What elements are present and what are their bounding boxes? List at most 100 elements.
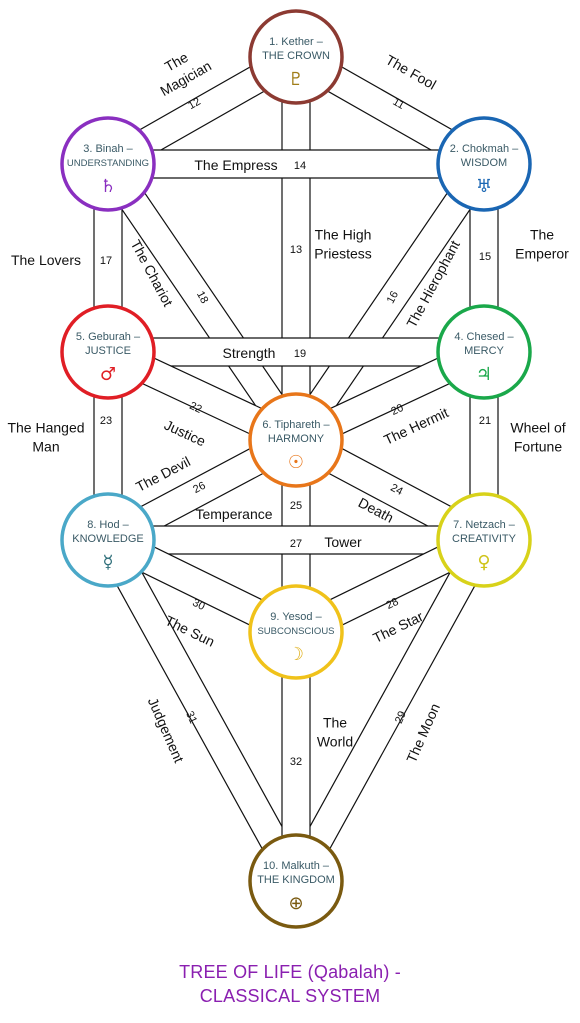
path-32-card-line: The <box>323 715 347 731</box>
path-20-number: 20 <box>389 402 405 418</box>
path-15-number: 15 <box>479 251 491 263</box>
sephira-6-planet-icon: ☉ <box>288 452 304 473</box>
path-31-number: 31 <box>183 709 199 725</box>
path-23-number: 23 <box>100 415 112 427</box>
path-29-number: 29 <box>393 709 409 725</box>
sephira-6-circle <box>248 392 344 488</box>
sephira-3-circle <box>60 116 156 212</box>
path-21-card-line: Wheel of <box>510 420 565 436</box>
path-32-number: 32 <box>290 756 302 768</box>
path-25-card-line: Temperance <box>195 506 272 522</box>
sephira-7-name: 7. Netzach – <box>453 519 516 531</box>
path-14-number: 14 <box>294 160 306 172</box>
path-22-card-line: Justice <box>162 417 208 450</box>
sephira-6-quality: HARMONY <box>268 433 325 445</box>
path-17-number: 17 <box>100 255 112 267</box>
title-line-1: TREE OF LIFE (Qabalah) - <box>179 962 401 982</box>
path-19-number: 19 <box>294 348 306 360</box>
sephiroth-layer: 1. Kether –THE CROWN♇ 2. Chokmah – WISDOM ♅… <box>60 9 532 929</box>
path-15-card-line: The <box>530 227 554 243</box>
sephira-5: 5. Geburah – JUSTICE ♂ <box>60 304 156 400</box>
sephira-10-planet-icon: ⊕ <box>288 893 303 914</box>
path-11-card-label: The Fool <box>383 51 439 92</box>
sephira-5-planet-icon: ♂ <box>100 364 116 385</box>
sephira-9-quality: SUBCONSCIOUS <box>257 626 334 637</box>
sephira-8-quality: KNOWLEDGE <box>72 533 144 545</box>
sephira-7-quality: CREATIVITY <box>452 533 517 545</box>
path-25-card-label: Temperance <box>195 506 272 522</box>
sephira-10-name: 10. Malkuth – <box>263 860 330 872</box>
path-21-number: 21 <box>479 415 491 427</box>
path-14-card-label: The Empress <box>194 157 277 173</box>
path-24-number: 24 <box>388 482 404 498</box>
sephira-3-quality: UNDERSTANDING <box>67 158 149 169</box>
sephira-7-circle <box>436 492 532 588</box>
path-17-card-line: The Lovers <box>11 252 81 268</box>
sephira-8-planet-icon: ☿ <box>102 552 113 573</box>
path-27-number: 27 <box>290 538 302 550</box>
path-27-card-line: Tower <box>324 534 362 550</box>
sephira-3: 3. Binah – UNDERSTANDING ♄ <box>60 116 156 212</box>
sephira-9-circle <box>248 584 344 680</box>
sephira-8-name: 8. Hod – <box>87 519 129 531</box>
sephira-3-planet-icon: ♄ <box>100 176 116 197</box>
sephira-1-name: 1. Kether – <box>269 36 324 48</box>
sephira-2-circle <box>436 116 532 212</box>
path-32-card-line: World <box>317 734 353 750</box>
sephira-7-planet-icon: ♀ <box>477 552 490 573</box>
sephira-4-circle <box>436 304 532 400</box>
path-18-number: 18 <box>194 289 210 305</box>
path-31-card-line: Judgement <box>145 695 187 765</box>
sephira-8-circle <box>60 492 156 588</box>
sephira-5-quality: JUSTICE <box>85 345 131 357</box>
path-23-card-line: Man <box>32 439 59 455</box>
sephira-10: 10. Malkuth –THE KINGDOM⊕ <box>248 833 344 929</box>
sephira-2-quality: WISDOM <box>461 157 507 169</box>
sephira-4: 4. Chesed – MERCY ♃ <box>436 304 532 400</box>
path-19-card-line: Strength <box>223 345 276 361</box>
sephira-1-planet-icon: ♇ <box>288 69 304 90</box>
diagram-title: TREE OF LIFE (Qabalah) - CLASSICAL SYSTE… <box>0 960 580 1008</box>
sephira-4-name: 4. Chesed – <box>454 331 514 343</box>
sephira-2-planet-icon: ♅ <box>476 176 492 197</box>
path-13-number: 13 <box>290 244 302 256</box>
sephira-2: 2. Chokmah – WISDOM ♅ <box>436 116 532 212</box>
sephira-9-name: 9. Yesod – <box>270 611 322 623</box>
path-13-card-line: Priestess <box>314 246 372 262</box>
path-19-card-label: Strength <box>223 345 276 361</box>
sephira-5-circle <box>60 304 156 400</box>
sephira-8: 8. Hod – KNOWLEDGE ☿ <box>60 492 156 588</box>
path-23-card-line: The Hanged <box>7 420 84 436</box>
path-13-card-line: The High <box>315 227 372 243</box>
sephira-9-planet-icon: ☽ <box>288 644 304 665</box>
path-12-number: 12 <box>186 96 203 112</box>
sephira-1: 1. Kether –THE CROWN♇ <box>248 9 344 105</box>
sephira-5-name: 5. Geburah – <box>76 331 141 343</box>
sephira-1-circle <box>248 9 344 105</box>
path-26-number: 26 <box>191 480 207 496</box>
sephira-4-quality: MERCY <box>464 345 504 357</box>
path-11-number: 11 <box>391 96 407 112</box>
path-29-card-line: The Moon <box>403 701 443 765</box>
path-22-number: 22 <box>187 400 203 416</box>
path-28-number: 28 <box>384 596 400 612</box>
sephira-2-name: 2. Chokmah – <box>450 143 519 155</box>
sephira-6: 6. Tiphareth –HARMONY☉ <box>248 392 344 488</box>
path-15-card-line: Emperor <box>515 246 569 262</box>
path-27-card-label: Tower <box>324 534 362 550</box>
path-31-card-label: Judgement <box>145 695 187 765</box>
path-29-card-label: The Moon <box>403 701 443 765</box>
path-22-card-label: Justice <box>162 417 208 450</box>
sephira-3-name: 3. Binah – <box>83 143 133 155</box>
path-14-card-line: The Empress <box>194 157 277 173</box>
sephira-10-circle <box>248 833 344 929</box>
path-30-number: 30 <box>190 597 206 613</box>
sephira-4-planet-icon: ♃ <box>476 364 492 385</box>
